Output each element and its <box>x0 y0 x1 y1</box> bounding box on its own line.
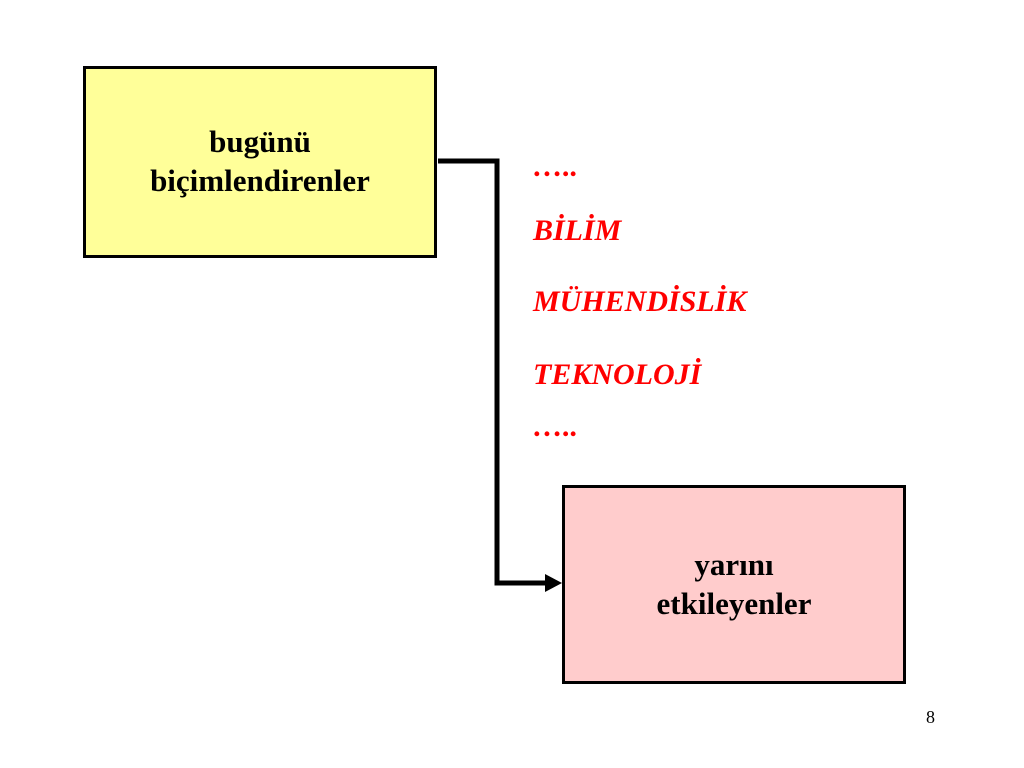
keyword-ellipsis-top: ….. <box>533 150 578 183</box>
target-box-line-2: etkileyenler <box>656 585 812 621</box>
target-box-line-1: yarını <box>694 546 774 582</box>
connector-arrowhead <box>545 574 562 592</box>
keyword-teknoloji: TEKNOLOJİ <box>533 358 702 391</box>
page-number: 8 <box>926 707 935 727</box>
keyword-muhendislik: MÜHENDİSLİK <box>533 285 747 318</box>
source-box-line-1: bugünü <box>209 124 311 160</box>
keyword-bilim: BİLİM <box>533 214 622 247</box>
source-box-line-2: biçimlendirenler <box>150 163 370 198</box>
target-box: yarını etkileyenler <box>562 485 906 684</box>
connector-line <box>438 158 548 586</box>
keyword-ellipsis-bottom: ….. <box>533 410 578 443</box>
source-box: bugünü biçimlendirenler <box>83 66 437 258</box>
